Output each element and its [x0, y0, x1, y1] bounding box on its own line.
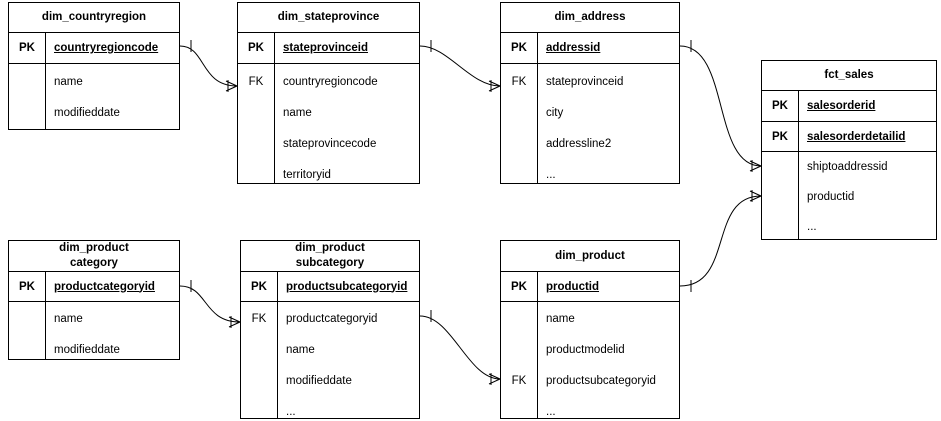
entity-key-row: PK addressid — [501, 33, 679, 64]
entity-field-column: name modifieddate — [45, 302, 179, 359]
foreign-key-label: FK — [248, 76, 264, 88]
entity-dim-countryregion[interactable]: dim_countryregion PK countryregioncode n… — [8, 2, 180, 130]
entity-attribute-block: FK countryregioncode name stateprovincec… — [238, 64, 419, 183]
entity-key-row: PK stateprovinceid — [238, 33, 419, 64]
entity-key-row: PK countryregioncode — [9, 33, 179, 64]
entity-key-column: FK — [238, 64, 274, 183]
attribute: stateprovinceid — [546, 76, 624, 88]
key-type-label: PK — [19, 42, 35, 54]
attribute: city — [546, 107, 564, 119]
entity-fct-sales[interactable]: fct_sales PK salesorderid PK salesorderd… — [761, 60, 937, 240]
entity-field-column: stateprovinceid city addressline2 ... — [537, 64, 679, 183]
key-type-label: PK — [772, 100, 788, 112]
attribute: ... — [546, 406, 556, 418]
entity-attribute-block: name modifieddate — [9, 64, 179, 129]
attribute: productmodelid — [546, 344, 625, 356]
key-field-name: countryregioncode — [45, 33, 179, 63]
key-field-name: salesorderid — [798, 91, 936, 121]
entity-title: fct_sales — [762, 61, 936, 91]
entity-field-column: productcategoryid name modifieddate ... — [277, 302, 419, 418]
key-field-name: addressid — [537, 33, 679, 63]
connector-productsubcategory-product — [419, 310, 501, 385]
entity-key-row: PK productcategoryid — [9, 272, 179, 302]
entity-field-column: shiptoaddressid productid ... — [798, 152, 936, 239]
key-field-name: productsubcategoryid — [277, 272, 419, 301]
key-field-name: stateprovinceid — [274, 33, 419, 63]
entity-dim-stateprovince[interactable]: dim_stateprovince PK stateprovinceid FK … — [237, 2, 420, 184]
attribute: productcategoryid — [286, 313, 378, 325]
attribute: name — [54, 313, 83, 325]
key-type-label: PK — [511, 280, 527, 293]
attribute: ... — [546, 169, 556, 181]
key-type-label: PK — [251, 280, 267, 293]
attribute: ... — [286, 406, 296, 418]
entity-title: dim_product — [501, 241, 679, 272]
entity-key-column: FK — [501, 64, 537, 183]
entity-key-column: FK — [241, 302, 277, 418]
entity-dim-product[interactable]: dim_product PK productid FK name product… — [500, 240, 680, 419]
entity-attribute-block: FK productcategoryid name modifieddate .… — [241, 302, 419, 418]
attribute: countryregioncode — [283, 76, 378, 88]
key-type-label: PK — [19, 280, 35, 293]
attribute: productid — [807, 191, 855, 203]
attribute: addressline2 — [546, 138, 612, 150]
foreign-key-label: FK — [511, 375, 527, 387]
attribute: name — [286, 344, 315, 356]
entity-dim-product-subcategory[interactable]: dim_product subcategory PK productsubcat… — [240, 240, 420, 419]
entity-key-column: FK — [501, 302, 537, 418]
key-type-label: PK — [772, 130, 788, 143]
foreign-key-label: FK — [511, 76, 527, 88]
attribute: shiptoaddressid — [807, 161, 888, 173]
entity-attribute-block: name modifieddate — [9, 302, 179, 359]
attribute: productsubcategoryid — [546, 375, 656, 387]
entity-key-row: PK productsubcategoryid — [241, 272, 419, 302]
entity-attribute-block: FK stateprovinceid city addressline2 ... — [501, 64, 679, 183]
entity-key-row: PK salesorderdetailid — [762, 122, 936, 152]
entity-key-column — [762, 152, 798, 239]
entity-dim-product-category[interactable]: dim_product category PK productcategoryi… — [8, 240, 180, 360]
entity-attribute-block: shiptoaddressid productid ... — [762, 152, 936, 239]
attribute: ... — [807, 221, 817, 233]
entity-title: dim_address — [501, 3, 679, 33]
key-field-name: salesorderdetailid — [798, 122, 936, 151]
entity-field-column: name modifieddate — [45, 64, 179, 129]
entity-title: dim_stateprovince — [238, 3, 419, 33]
attribute: modifieddate — [286, 375, 352, 387]
key-field-name: productcategoryid — [45, 272, 179, 301]
attribute: name — [546, 313, 575, 325]
entity-key-column — [9, 64, 45, 129]
entity-field-column: name productmodelid productsubcategoryid… — [537, 302, 679, 418]
attribute: name — [54, 76, 83, 88]
entity-key-row: PK salesorderid — [762, 91, 936, 122]
connector-stateprovince-address — [419, 40, 501, 92]
entity-title: dim_product subcategory — [241, 241, 419, 272]
attribute: modifieddate — [54, 107, 120, 119]
key-field-name: productid — [537, 272, 679, 301]
attribute: modifieddate — [54, 344, 120, 356]
key-type-label: PK — [248, 42, 264, 54]
entity-key-row: PK productid — [501, 272, 679, 302]
entity-title: dim_countryregion — [9, 3, 179, 33]
connector-countryregion-stateprovince — [179, 40, 238, 92]
entity-attribute-block: FK name productmodelid productsubcategor… — [501, 302, 679, 418]
connector-product-fctsales-productid — [679, 190, 762, 292]
attribute: stateprovincecode — [283, 138, 377, 150]
foreign-key-label: FK — [251, 313, 267, 325]
entity-field-column: countryregioncode name stateprovincecode… — [274, 64, 419, 183]
attribute: territoryid — [283, 169, 331, 181]
entity-key-column — [9, 302, 45, 359]
attribute: name — [283, 107, 312, 119]
key-type-label: PK — [511, 42, 527, 54]
connector-productcategory-productsubcategory — [179, 280, 241, 328]
entity-dim-address[interactable]: dim_address PK addressid FK stateprovinc… — [500, 2, 680, 184]
entity-title: dim_product category — [9, 241, 179, 272]
connector-address-fctsales-shiptoaddressid — [679, 40, 762, 172]
